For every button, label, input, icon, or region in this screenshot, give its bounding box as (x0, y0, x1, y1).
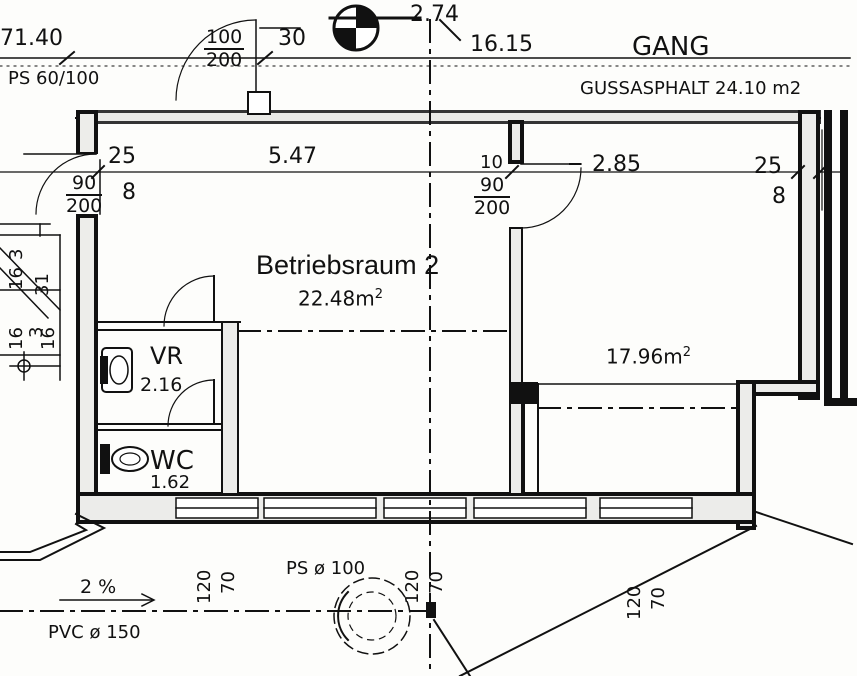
window-3-height: 70 (648, 587, 669, 610)
stair-dim-a: 16 (6, 267, 27, 290)
stair-dim-c: 16 (6, 327, 27, 350)
door-left-height: 200 (66, 195, 103, 217)
partition-lower (509, 227, 523, 495)
window-2-height: 70 (426, 571, 447, 594)
width-side: 2.85 (592, 152, 641, 177)
door-top-width: 100 (204, 26, 245, 50)
side-room-area-value: 17.96m (606, 344, 683, 369)
room-name: Betriebsraum 2 (256, 250, 440, 280)
door-left-width: 90 (66, 174, 103, 196)
door-arc-left (35, 153, 97, 215)
slope-label: 2 % (80, 576, 117, 598)
wall-left-dim: 25 (108, 144, 136, 169)
dimension-top-left: 71.40 (0, 26, 63, 51)
wc-name: WC (150, 446, 194, 476)
door-mid-width: 90 (474, 176, 511, 198)
room-area-value: 22.48m (298, 286, 375, 311)
ps-bottom-label: PS ø 100 (286, 558, 366, 579)
window-1-height: 70 (218, 571, 239, 594)
wc-area: 1.62 (150, 472, 191, 493)
corridor-floor: GUSSASPHALT 24.10 m2 (580, 78, 802, 99)
window-3-width: 120 (624, 585, 645, 620)
height-top: 2.74 (410, 2, 459, 27)
wall-top-inner (80, 113, 820, 121)
wall-right-dim: 25 (754, 154, 782, 179)
stair-dim-f: 3 (6, 248, 27, 260)
side-room-area: 17.96m2 (606, 346, 691, 367)
door-mid-size: 90 200 (474, 176, 511, 219)
room-area: 22.48m2 (298, 288, 383, 309)
window-2-width: 120 (402, 569, 423, 604)
door-left-size: 90 200 (66, 174, 103, 217)
door-right-side: 8 (772, 184, 786, 209)
stair-dim-e: 16 (38, 327, 59, 350)
vr-name: VR (150, 342, 184, 370)
window-1-width: 120 (194, 569, 215, 604)
pipe-label: PVC ø 150 (48, 622, 141, 643)
door-top-height: 200 (206, 49, 243, 71)
stair-dim-b: 31 (32, 273, 53, 296)
door-arc-vr (163, 275, 215, 327)
door-left-side: 8 (122, 180, 136, 205)
door-top-side: 30 (278, 26, 306, 51)
door-arc-mid (520, 167, 582, 229)
door-arc-top (175, 19, 257, 101)
width-main: 5.47 (268, 144, 317, 169)
door-mid-height: 200 (474, 197, 511, 219)
shaft-circle (333, 577, 411, 655)
side-room-area-unit: 2 (682, 345, 692, 360)
level-top: 16.15 (470, 32, 533, 57)
toilet-icon (100, 444, 110, 474)
wall-mid-dim: 10 (480, 152, 503, 173)
corridor-name: GANG (632, 32, 710, 62)
room-area-unit: 2 (374, 287, 384, 302)
door-arc-wc (167, 379, 215, 427)
door-top-size: 100 200 (204, 26, 245, 71)
wall-vr-right (221, 321, 239, 495)
vr-area: 2.16 (140, 374, 183, 396)
ps-top-label: PS 60/100 (8, 68, 100, 89)
stair-line (0, 246, 62, 312)
